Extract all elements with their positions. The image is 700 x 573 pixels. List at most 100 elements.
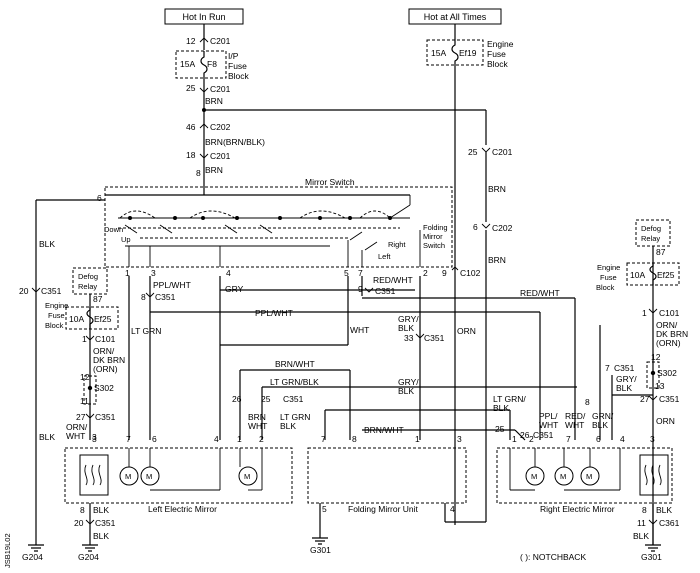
svg-text:WHT: WHT: [565, 420, 584, 430]
svg-text:7: 7: [566, 434, 571, 444]
svg-text:G204: G204: [78, 552, 99, 562]
svg-text:8: 8: [141, 292, 146, 302]
svg-text:C351: C351: [283, 394, 304, 404]
svg-text:RED/WHT: RED/WHT: [373, 275, 413, 285]
svg-text:25: 25: [495, 424, 505, 434]
svg-text:C351: C351: [375, 286, 396, 296]
svg-text:C351: C351: [155, 292, 176, 302]
svg-text:PPL/WHT: PPL/WHT: [153, 280, 191, 290]
svg-text:BLK: BLK: [493, 403, 509, 413]
svg-text:C101: C101: [95, 334, 116, 344]
svg-text:BRN(BRN/BLK): BRN(BRN/BLK): [205, 137, 265, 147]
svg-text:3: 3: [151, 268, 156, 278]
svg-text:1: 1: [512, 434, 517, 444]
svg-text:26: 26: [520, 430, 530, 440]
svg-text:RED/WHT: RED/WHT: [520, 288, 560, 298]
svg-text:5: 5: [322, 504, 327, 514]
svg-text:4: 4: [214, 434, 219, 444]
svg-text:6: 6: [596, 434, 601, 444]
ground-g204-symbol-2: [82, 544, 98, 552]
svg-text:C351: C351: [41, 286, 62, 296]
svg-text:BLK: BLK: [656, 505, 672, 515]
fuse-ef19-symbol: [451, 40, 459, 65]
svg-text:PPL/: PPL/: [539, 411, 558, 421]
svg-text:Block: Block: [487, 59, 509, 69]
svg-text:Engine: Engine: [487, 39, 514, 49]
svg-text:Defog: Defog: [78, 272, 98, 281]
svg-text:8: 8: [642, 505, 647, 515]
svg-text:Folding: Folding: [423, 223, 448, 232]
svg-text:5: 5: [344, 268, 349, 278]
svg-text:BRN: BRN: [488, 255, 506, 265]
svg-text:BRN: BRN: [488, 184, 506, 194]
svg-text:M: M: [531, 472, 537, 481]
svg-text:BLK: BLK: [616, 383, 632, 393]
svg-text:Fuse: Fuse: [228, 61, 247, 71]
svg-text:Ef19: Ef19: [459, 48, 477, 58]
svg-text:BLK: BLK: [633, 531, 649, 541]
svg-text:C351: C351: [533, 430, 554, 440]
svg-text:20: 20: [74, 518, 84, 528]
svg-text:Engine: Engine: [45, 301, 68, 310]
right-defogger-element: [639, 454, 669, 496]
svg-text:LT GRN/BLK: LT GRN/BLK: [270, 377, 319, 387]
svg-text:1: 1: [642, 308, 647, 318]
svg-text:27: 27: [640, 394, 650, 404]
svg-text:1: 1: [415, 434, 420, 444]
svg-text:PPL/WHT: PPL/WHT: [255, 308, 293, 318]
svg-text:4: 4: [620, 434, 625, 444]
ground-g301a-symbol: [312, 537, 328, 545]
svg-text:Relay: Relay: [641, 234, 660, 243]
svg-text:Switch: Switch: [423, 241, 445, 250]
svg-text:6: 6: [97, 193, 102, 203]
svg-text:BRN/WHT: BRN/WHT: [364, 425, 404, 435]
svg-text:ORN/: ORN/: [656, 320, 678, 330]
svg-text:BRN/WHT: BRN/WHT: [275, 359, 315, 369]
svg-text:3: 3: [650, 434, 655, 444]
svg-text:S302: S302: [94, 383, 114, 393]
ground-g204-symbol: [28, 544, 44, 552]
mirror-switch-label: Mirror Switch: [305, 177, 355, 187]
svg-text:M: M: [586, 472, 592, 481]
ground-g301b-label: G301: [641, 552, 662, 562]
svg-text:1: 1: [237, 434, 242, 444]
svg-text:C351: C351: [95, 518, 116, 528]
svg-text:Up: Up: [121, 235, 131, 244]
svg-text:3: 3: [92, 434, 97, 444]
svg-text:15A: 15A: [180, 59, 195, 69]
svg-text:C202: C202: [492, 223, 513, 233]
svg-text:C201: C201: [210, 36, 231, 46]
svg-text:26: 26: [232, 394, 242, 404]
svg-text:Relay: Relay: [78, 282, 97, 291]
svg-text:33: 33: [404, 333, 414, 343]
svg-text:GRN/: GRN/: [592, 411, 614, 421]
svg-text:BLK: BLK: [280, 421, 296, 431]
svg-text:(ORN): (ORN): [93, 364, 118, 374]
svg-text:BLK: BLK: [93, 505, 109, 515]
svg-text:15A: 15A: [431, 48, 446, 58]
svg-text:25: 25: [186, 83, 196, 93]
svg-text:GRY/: GRY/: [398, 314, 419, 324]
svg-text:13: 13: [655, 381, 665, 391]
svg-text:12: 12: [651, 352, 661, 362]
svg-text:10A: 10A: [630, 270, 645, 280]
svg-text:M: M: [125, 472, 131, 481]
svg-text:Left: Left: [378, 252, 391, 261]
svg-text:C102: C102: [460, 268, 481, 278]
svg-text:3: 3: [457, 434, 462, 444]
svg-text:DK BRN: DK BRN: [656, 329, 688, 339]
svg-text:8: 8: [352, 434, 357, 444]
svg-text:8: 8: [196, 168, 201, 178]
svg-text:Mirror: Mirror: [423, 232, 443, 241]
svg-text:6: 6: [152, 434, 157, 444]
svg-text:LT GRN: LT GRN: [131, 326, 161, 336]
notchback-legend: ( ): NOTCHBACK: [520, 552, 586, 562]
svg-text:C201: C201: [210, 84, 231, 94]
svg-text:7: 7: [126, 434, 131, 444]
svg-text:87: 87: [656, 247, 666, 257]
svg-text:4: 4: [450, 504, 455, 514]
svg-text:M: M: [146, 472, 152, 481]
svg-text:C351: C351: [614, 363, 635, 373]
svg-text:ORN/: ORN/: [93, 346, 115, 356]
svg-text:2: 2: [259, 434, 264, 444]
